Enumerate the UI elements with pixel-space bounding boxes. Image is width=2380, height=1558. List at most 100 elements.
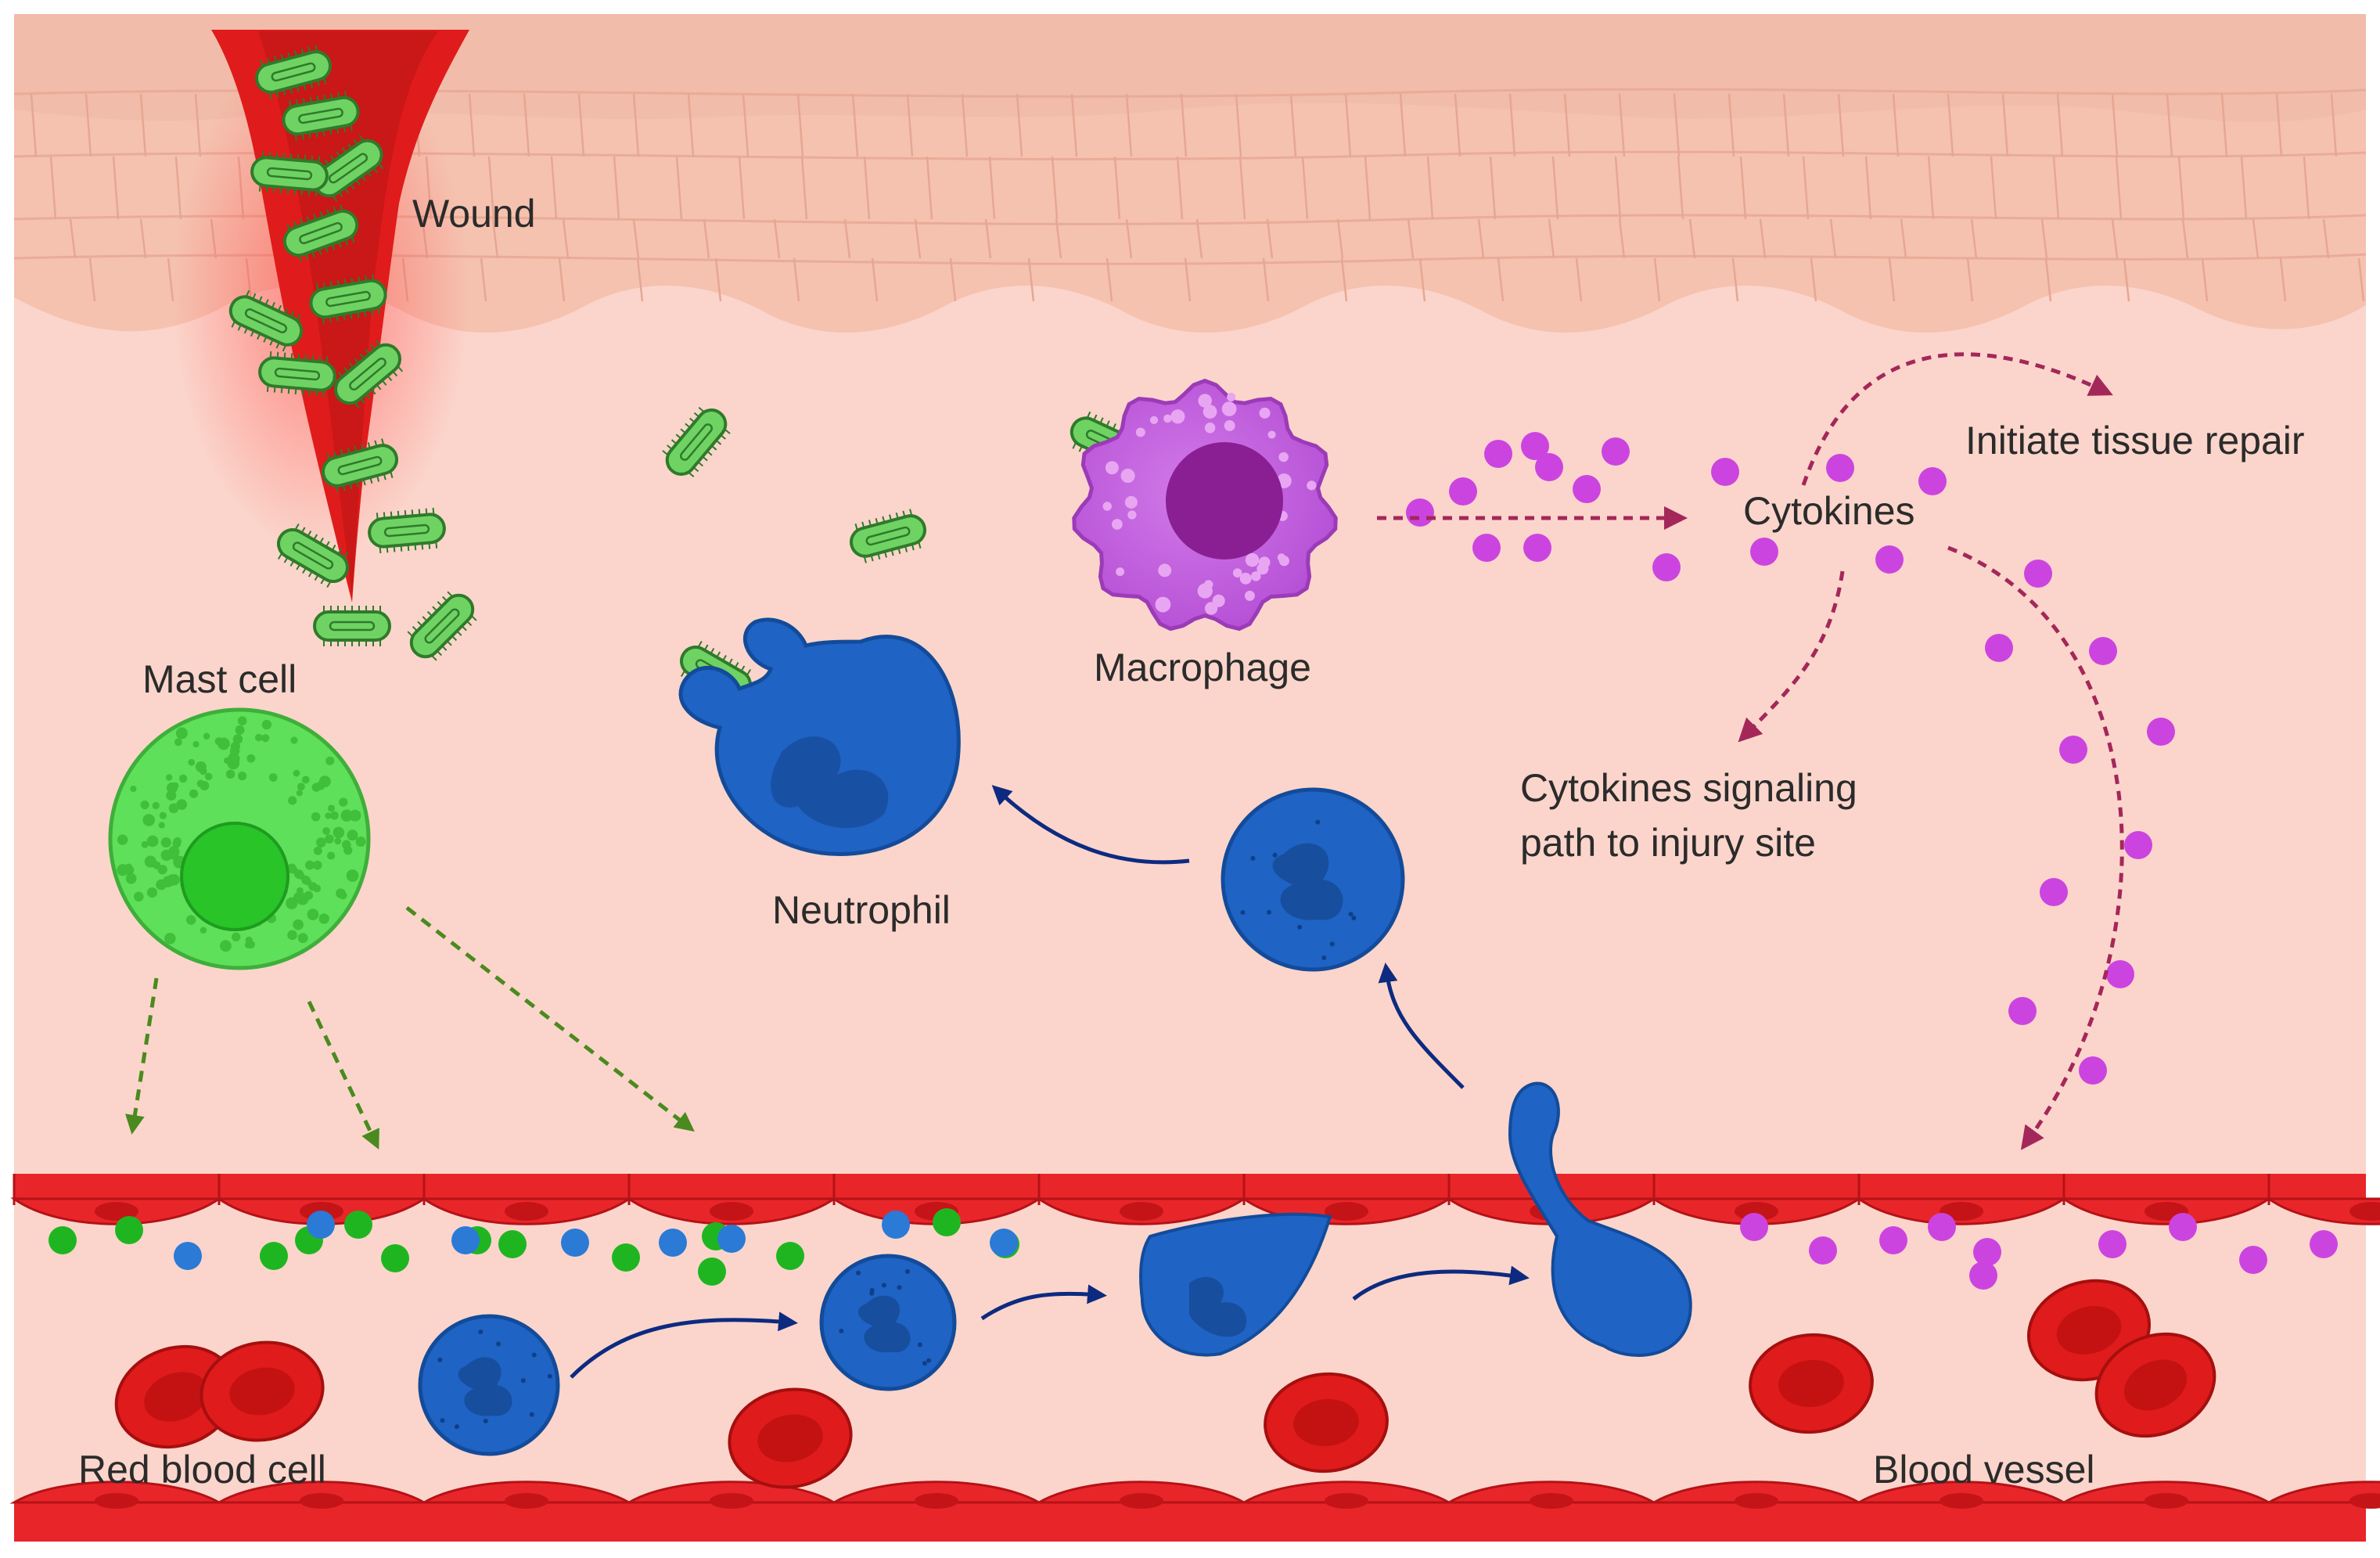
cytokine-dot [2310,1230,2338,1258]
cytokine-dot [2079,1056,2107,1085]
cytokine-dot [2147,718,2175,746]
mast-mediator-dot [698,1258,726,1286]
blood-vessel-top-wall [10,1174,2380,1225]
neutrophil-phagocytosing [678,617,961,856]
chemokine-dot [882,1211,910,1239]
cytokine-dot [1484,440,1512,468]
bacterium-icon [250,150,329,197]
bacterium-icon [322,438,398,493]
cytokine-dot [2169,1213,2197,1241]
cytokine-dot [1809,1236,1837,1265]
cytokine-signal-arrows [1377,352,2124,1150]
cytokine-dot [1875,545,1904,574]
mast-cell-release-arrows [124,906,695,1150]
cytokine-dot [1602,437,1630,466]
blood-vessel-bottom-wall [9,1481,2380,1542]
bacterium-icon [850,509,926,563]
label-wound: Wound [412,192,536,236]
neutrophil-transmigrating [1508,1081,1692,1357]
mast-mediator-dot [381,1244,409,1272]
chemokine-dot [659,1229,687,1257]
cytokine-dot [2106,960,2134,988]
chemokine-dot [561,1229,589,1257]
cytokine-dot [1449,477,1477,506]
neutrophils [418,787,1405,1456]
cytokine-dot [2239,1246,2267,1274]
bacterium-icon [255,45,332,99]
mast-mediator-dot [49,1226,77,1254]
cytokine-dot [2059,736,2087,764]
red-blood-cells [114,1279,2216,1489]
bacterium-icon [313,606,391,646]
cytokine-dot [1969,1261,1997,1290]
mast-mediator-dot [933,1208,961,1236]
cytokine-dots [1406,432,2175,1085]
neutrophil-adhering [1139,1212,1332,1357]
bacterium-icon [277,523,349,588]
label-initiate-tissue-repair: Initiate tissue repair [1965,419,2305,462]
cytokine-dot [1521,432,1549,460]
cytokine-dot [2098,1230,2127,1258]
chemokine-dot [307,1211,335,1239]
chemokine-dot [174,1242,202,1270]
cytokine-dot [2089,637,2117,665]
skin-cell-borders [30,93,2365,302]
cytokine-dot [1918,467,1947,495]
mast-mediator-dot [260,1242,288,1270]
cytokine-dot [1985,634,2013,662]
cytokine-dot [1928,1213,1956,1241]
mast-mediator-dot [498,1230,527,1258]
bacterium-icon [662,406,731,478]
cytokine-dot [2124,831,2152,859]
label-neutrophil: Neutrophil [772,888,951,932]
mast-mediator-dot [344,1211,372,1239]
bacteria-group [228,45,1145,706]
mast-mediator-dot [115,1216,143,1244]
label-red-blood-cell: Red blood cell [78,1448,326,1491]
cytokine-dot [1826,454,1854,482]
cytokine-dot [2024,560,2052,588]
cytokine-dot [1573,475,1601,503]
label-blood-vessel: Blood vessel [1873,1448,2095,1491]
bacterium-icon [228,290,304,352]
chemokine-dot [451,1226,480,1254]
bacterium-icon [282,90,360,142]
cytokine-dot [1740,1213,1768,1241]
red-blood-cell [728,1387,853,1489]
label-signaling-line2: path to injury site [1520,821,1816,865]
label-macrophage: Macrophage [1094,646,1311,689]
cytokine-dot [1535,453,1563,481]
cytokine-dot [1750,538,1778,566]
mast-mediator-dot [612,1243,640,1272]
bacterium-icon [282,203,359,263]
red-blood-cell [200,1340,325,1442]
neutrophil-migration-arrows [570,785,1530,1379]
neutrophil-cell [1221,787,1405,972]
vessel-molecules [49,1208,2338,1290]
red-blood-cell [1749,1333,1874,1434]
chemokine-dot [990,1229,1018,1257]
chemokine-dot [717,1225,746,1253]
cytokine-dot [1406,498,1434,527]
red-blood-cell [2094,1332,2216,1438]
cytokine-dot [1472,534,1501,562]
cytokine-dot [1523,534,1551,562]
bacterium-icon [368,507,446,554]
neutrophil-cell [418,1314,560,1456]
cytokine-dot [1711,458,1739,486]
mast-cell [108,707,371,970]
neutrophil-cell [819,1254,957,1391]
cytokine-dot [1652,553,1681,581]
cytokine-dot [1973,1238,2001,1266]
cytokine-dot [1879,1226,1907,1254]
cytokine-dot [2040,878,2068,906]
red-blood-cell [1264,1372,1389,1473]
bacterium-icon [407,591,477,661]
cytokine-dot [2008,997,2037,1025]
bacterium-icon [309,273,387,325]
label-cytokines: Cytokines [1743,489,1915,533]
skin-surface-layer [14,14,2366,122]
label-signaling-line1: Cytokines signaling [1520,766,1857,810]
